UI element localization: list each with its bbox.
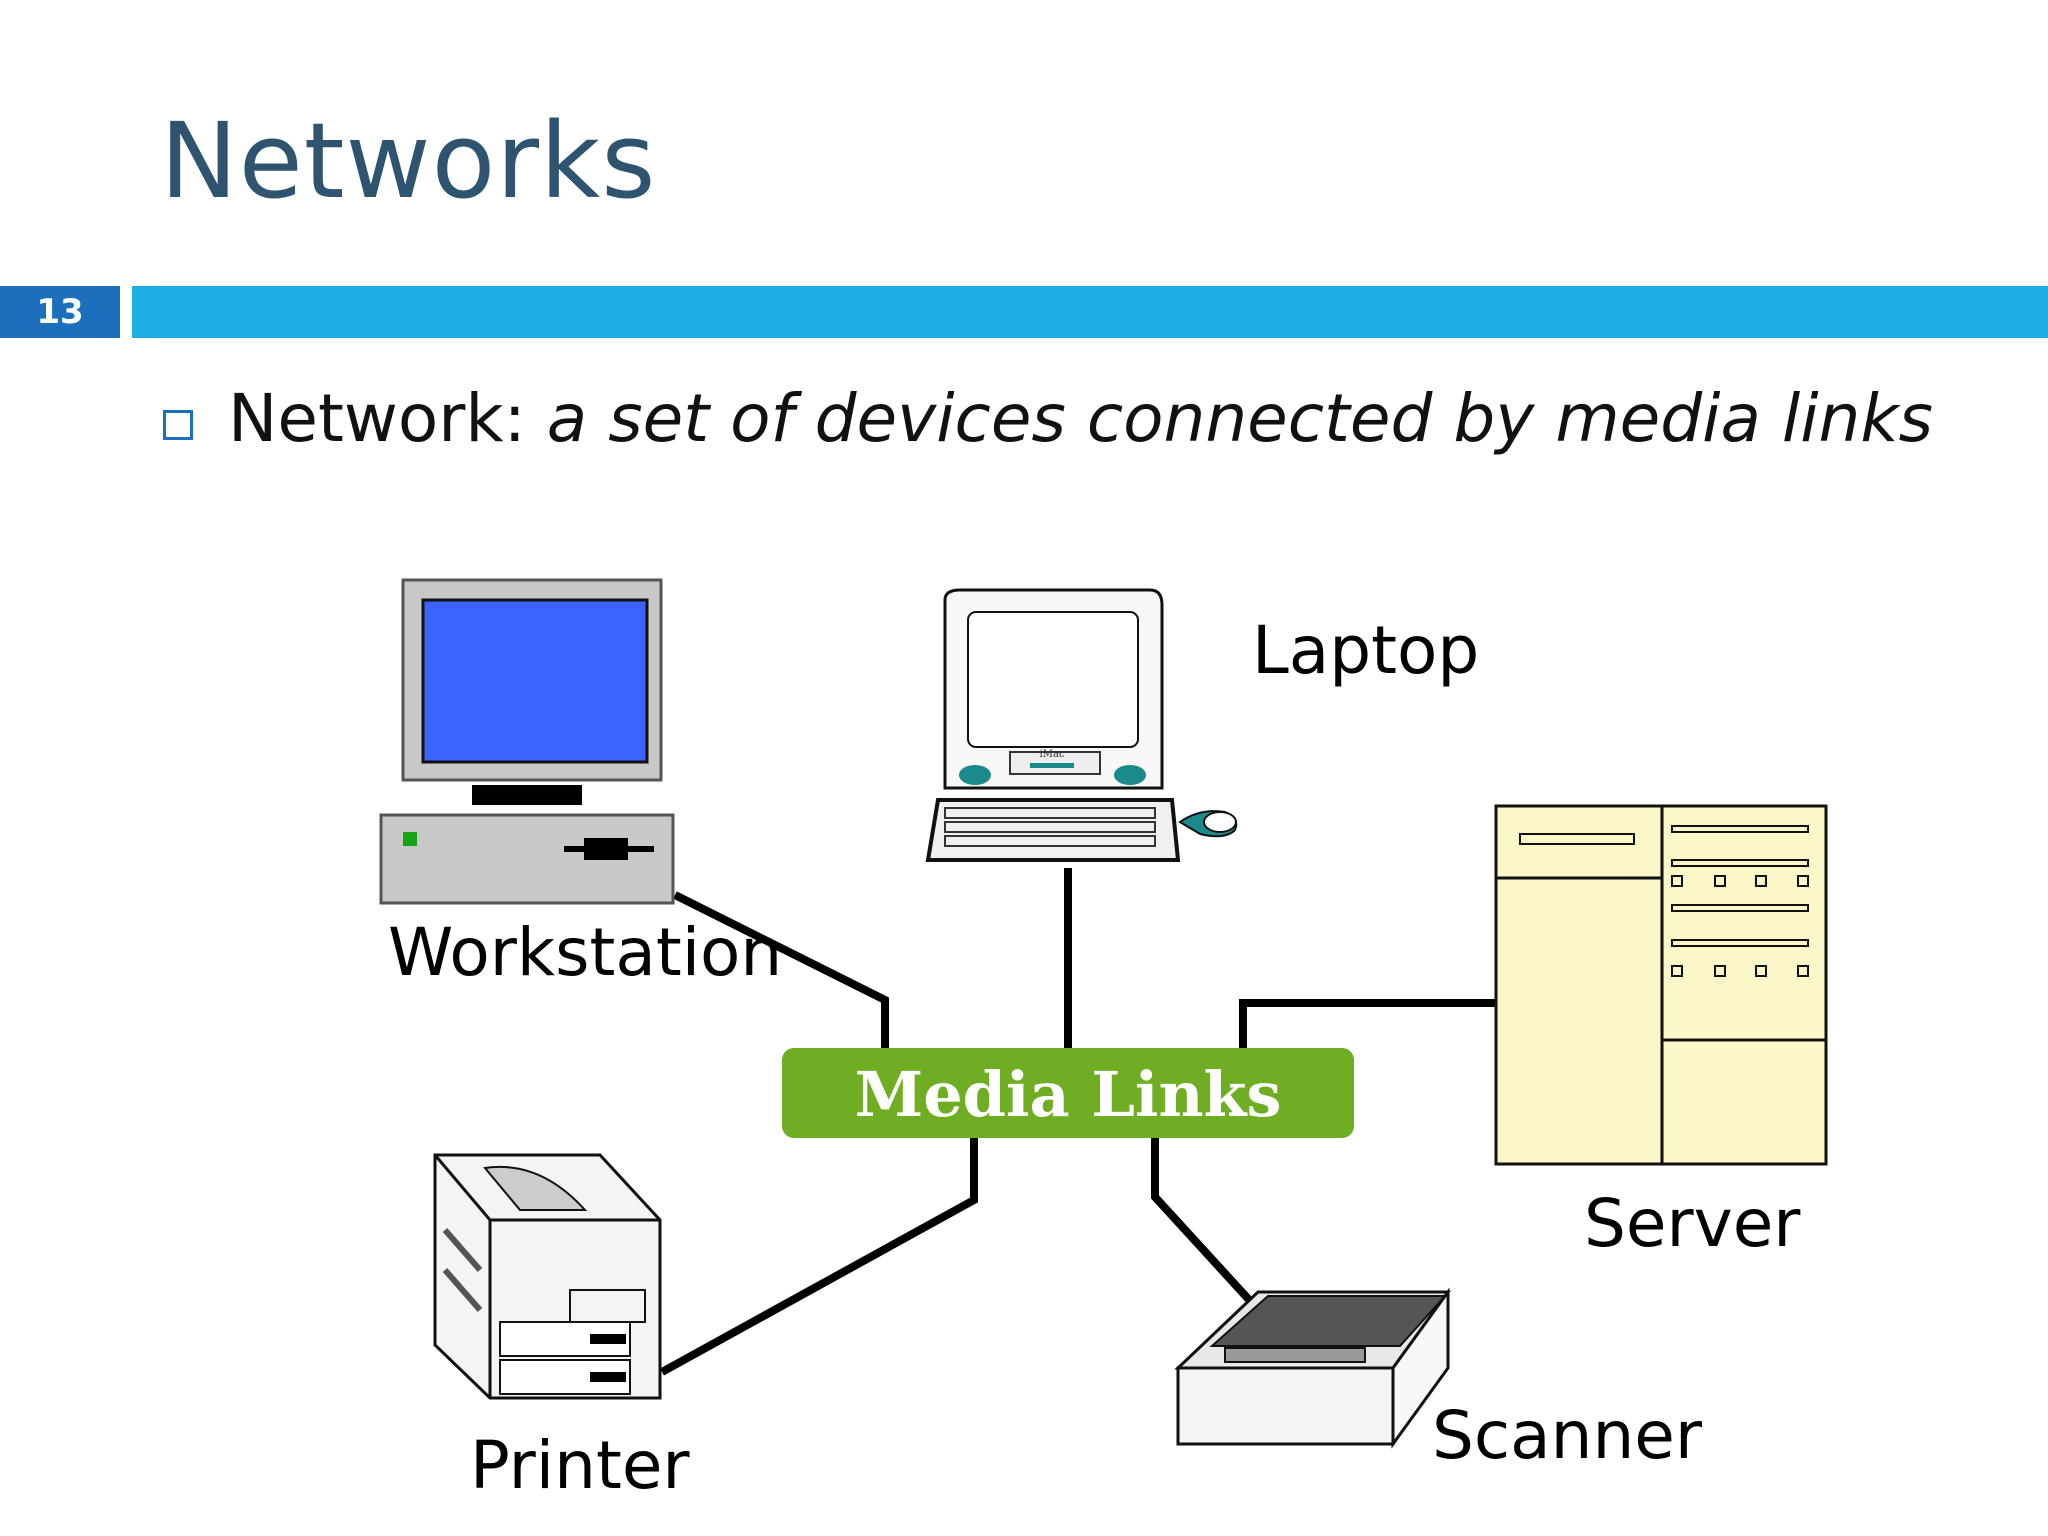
bullet-text: Network: a set of devices connected by m… [228, 380, 1933, 457]
bullet-term: Network: [228, 380, 526, 457]
bullet-definition: a set of devices connected by media link… [546, 380, 1933, 457]
server-icon [1494, 804, 1828, 1166]
workstation-label: Workstation [388, 914, 782, 991]
slide-title: Networks [160, 100, 657, 222]
media-links-label: Media Links [855, 1058, 1282, 1131]
workstation-icon [379, 578, 675, 905]
title-underline-bar [132, 286, 2048, 338]
media-links-hub: Media Links [782, 1048, 1354, 1138]
laptop-icon: iMac [925, 588, 1238, 862]
scanner-link [1151, 1138, 1266, 1318]
slide-number: 13 [0, 286, 120, 338]
scanner-label: Scanner [1432, 1397, 1703, 1474]
server-link [1239, 999, 1497, 1050]
workstation-link [673, 891, 889, 1050]
square-bullet-icon [163, 410, 193, 440]
scanner-icon [1174, 1287, 1451, 1449]
server-label: Server [1584, 1185, 1801, 1262]
laptop-label: Laptop [1252, 612, 1479, 689]
printer-icon [433, 1153, 662, 1400]
imac-badge: iMac [1040, 749, 1065, 760]
connection-lines [660, 868, 1497, 1376]
printer-link [660, 1138, 978, 1376]
printer-label: Printer [470, 1427, 690, 1504]
